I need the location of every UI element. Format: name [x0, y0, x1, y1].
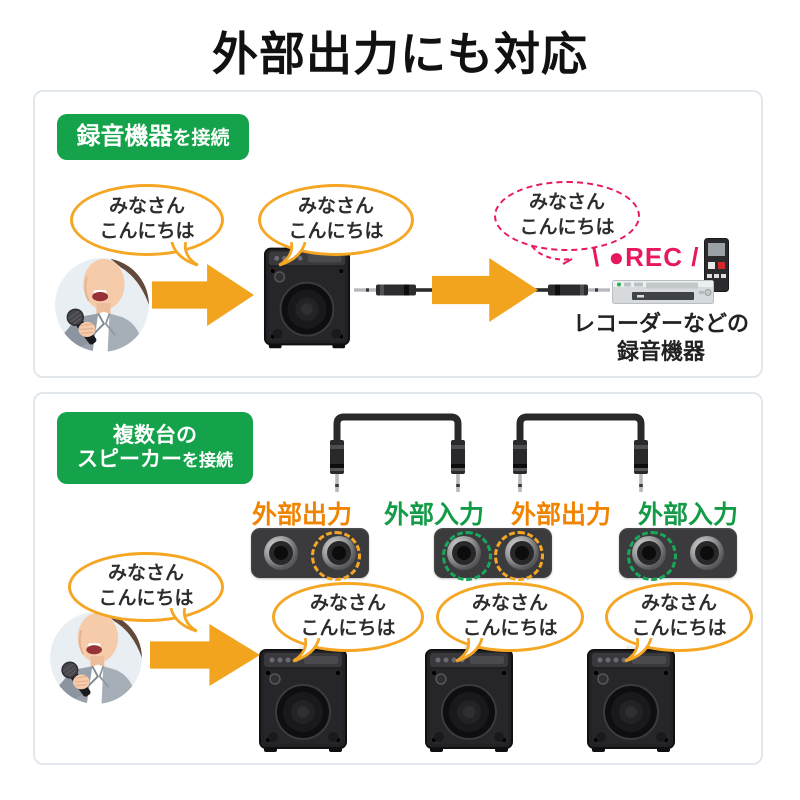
port-label-input-2: 外部入力 [637, 501, 738, 529]
recording-section-badge: 録音機器を接続 [57, 114, 249, 160]
highlight-ring-icon [627, 531, 677, 581]
highlight-ring-icon [311, 531, 361, 581]
deck-recorder-icon [612, 280, 714, 304]
bubble-tail-icon [276, 242, 312, 268]
patch-cable-icon [513, 413, 648, 492]
badge-suffix-text: を接続 [182, 451, 233, 470]
jack-port [264, 536, 298, 570]
badge-line1: 複数台の [113, 423, 197, 447]
badge-main-text: スピーカー [77, 448, 182, 471]
microphone-person-icon [55, 258, 149, 352]
patch-cable-icon [330, 413, 465, 492]
jack-panel-1 [251, 528, 369, 581]
bubble-tail-icon [453, 638, 489, 664]
jack-panel-3 [619, 528, 737, 581]
person-with-mic-photo [50, 612, 142, 704]
microphone-person-icon [50, 612, 142, 704]
speech-bubble-dashed: みなさん こんにちは [494, 181, 640, 265]
speech-bubble: みなさん こんにちは [258, 184, 414, 256]
page-title: 外部出力にも対応 [212, 28, 588, 80]
highlight-ring-icon [442, 531, 492, 581]
badge-suffix-text: を接続 [172, 128, 230, 150]
jack-port [690, 536, 724, 570]
port-label-input-1: 外部入力 [383, 501, 484, 529]
bubble-tail-icon [164, 608, 200, 634]
speech-bubble: みなさん こんにちは [68, 552, 224, 622]
speech-bubble: みなさん こんにちは [272, 582, 424, 652]
bubble-tail-icon [165, 242, 201, 268]
speech-bubble: みなさん こんにちは [436, 582, 584, 652]
bubble-tail-icon [622, 638, 658, 664]
jack-panel-2 [434, 528, 552, 581]
person-with-mic-photo [55, 258, 149, 352]
voice-recorder-icon [704, 238, 729, 292]
recorder-caption: レコーダーなどの 録音機器 [572, 311, 749, 364]
multi-speaker-section-badge: 複数台の スピーカーを接続 [57, 412, 253, 484]
port-label-output-1: 外部出力 [251, 501, 352, 529]
speech-bubble: みなさん こんにちは [605, 582, 753, 652]
dashed-tail-icon [531, 245, 573, 265]
bubble-tail-icon [290, 638, 326, 664]
rec-indicator: \ ●REC / [592, 242, 700, 272]
port-label-output-2: 外部出力 [510, 501, 611, 529]
highlight-ring-icon [494, 531, 544, 581]
badge-main-text: 録音機器 [76, 123, 173, 151]
speech-bubble: みなさん こんにちは [70, 184, 224, 256]
